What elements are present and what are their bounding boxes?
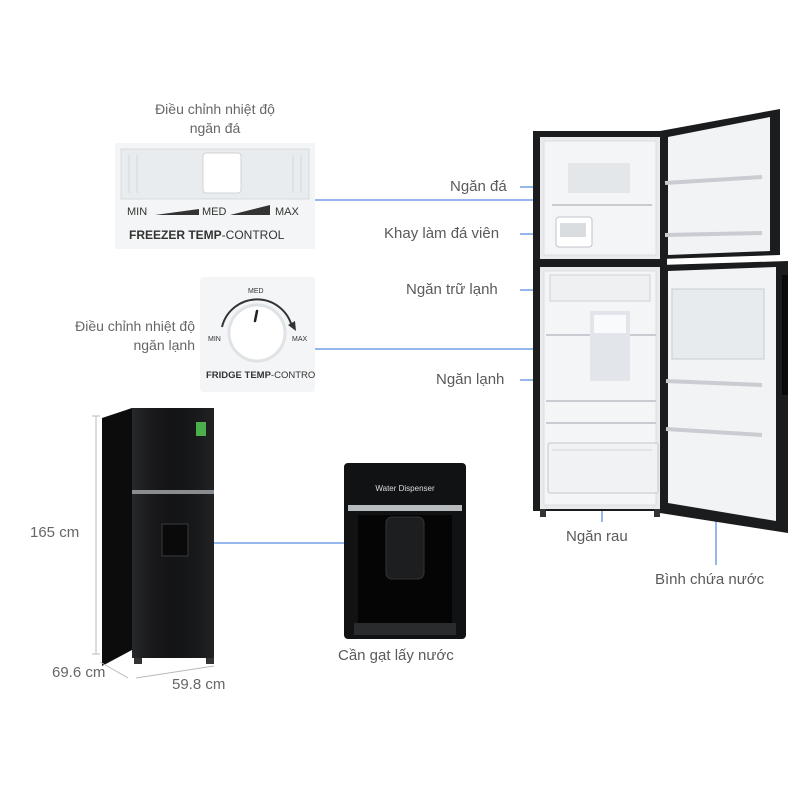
fridge-control-caption: Điều chỉnh nhiệt độ ngăn lạnh xyxy=(75,318,195,353)
open-fridge-illustration xyxy=(533,109,788,533)
dimension-depth: 69.6 cm xyxy=(52,664,106,681)
label-water-tank: Bình chứa nước xyxy=(655,571,765,588)
freezer-panel-title: FREEZER TEMP-CONTROL xyxy=(129,228,285,242)
label-freezer-compartment: Ngăn đá xyxy=(450,178,507,195)
freezer-slider-knob xyxy=(202,152,242,194)
dimension-height: 165 cm xyxy=(30,524,80,541)
label-chiller: Ngăn trữ lạnh xyxy=(406,281,498,298)
freezer-med-label: MED xyxy=(202,206,227,218)
freezer-control-caption: Điều chỉnh nhiệt độ ngăn đá xyxy=(155,101,275,136)
fridge-dial xyxy=(227,303,287,363)
fridge-min-label: MIN xyxy=(208,336,221,343)
fridge-panel-title: FRIDGE TEMP-CONTROL xyxy=(206,370,315,381)
label-vegetable-drawer: Ngăn rau xyxy=(566,528,628,545)
closed-fridge-illustration xyxy=(92,408,215,679)
fridge-max-label: MAX xyxy=(292,336,308,343)
label-fridge-compartment: Ngăn lạnh xyxy=(436,371,505,388)
freezer-max-label: MAX xyxy=(275,206,300,218)
water-dispenser-closeup: Water Dispenser xyxy=(344,463,466,639)
dimension-width: 59.8 cm xyxy=(172,676,226,693)
label-ice-tray: Khay làm đá viên xyxy=(384,225,500,242)
fridge-control-panel: MED MIN MAX FRIDGE TEMP-CONTROL xyxy=(200,277,315,392)
freezer-control-panel: MIN MED MAX FREEZER TEMP-CONTROL xyxy=(115,143,315,249)
freezer-min-label: MIN xyxy=(127,206,147,218)
fridge-med-label: MED xyxy=(248,288,264,295)
label-dispenser-lever: Cần gạt lấy nước xyxy=(338,647,454,664)
dispenser-title: Water Dispenser xyxy=(375,484,435,493)
